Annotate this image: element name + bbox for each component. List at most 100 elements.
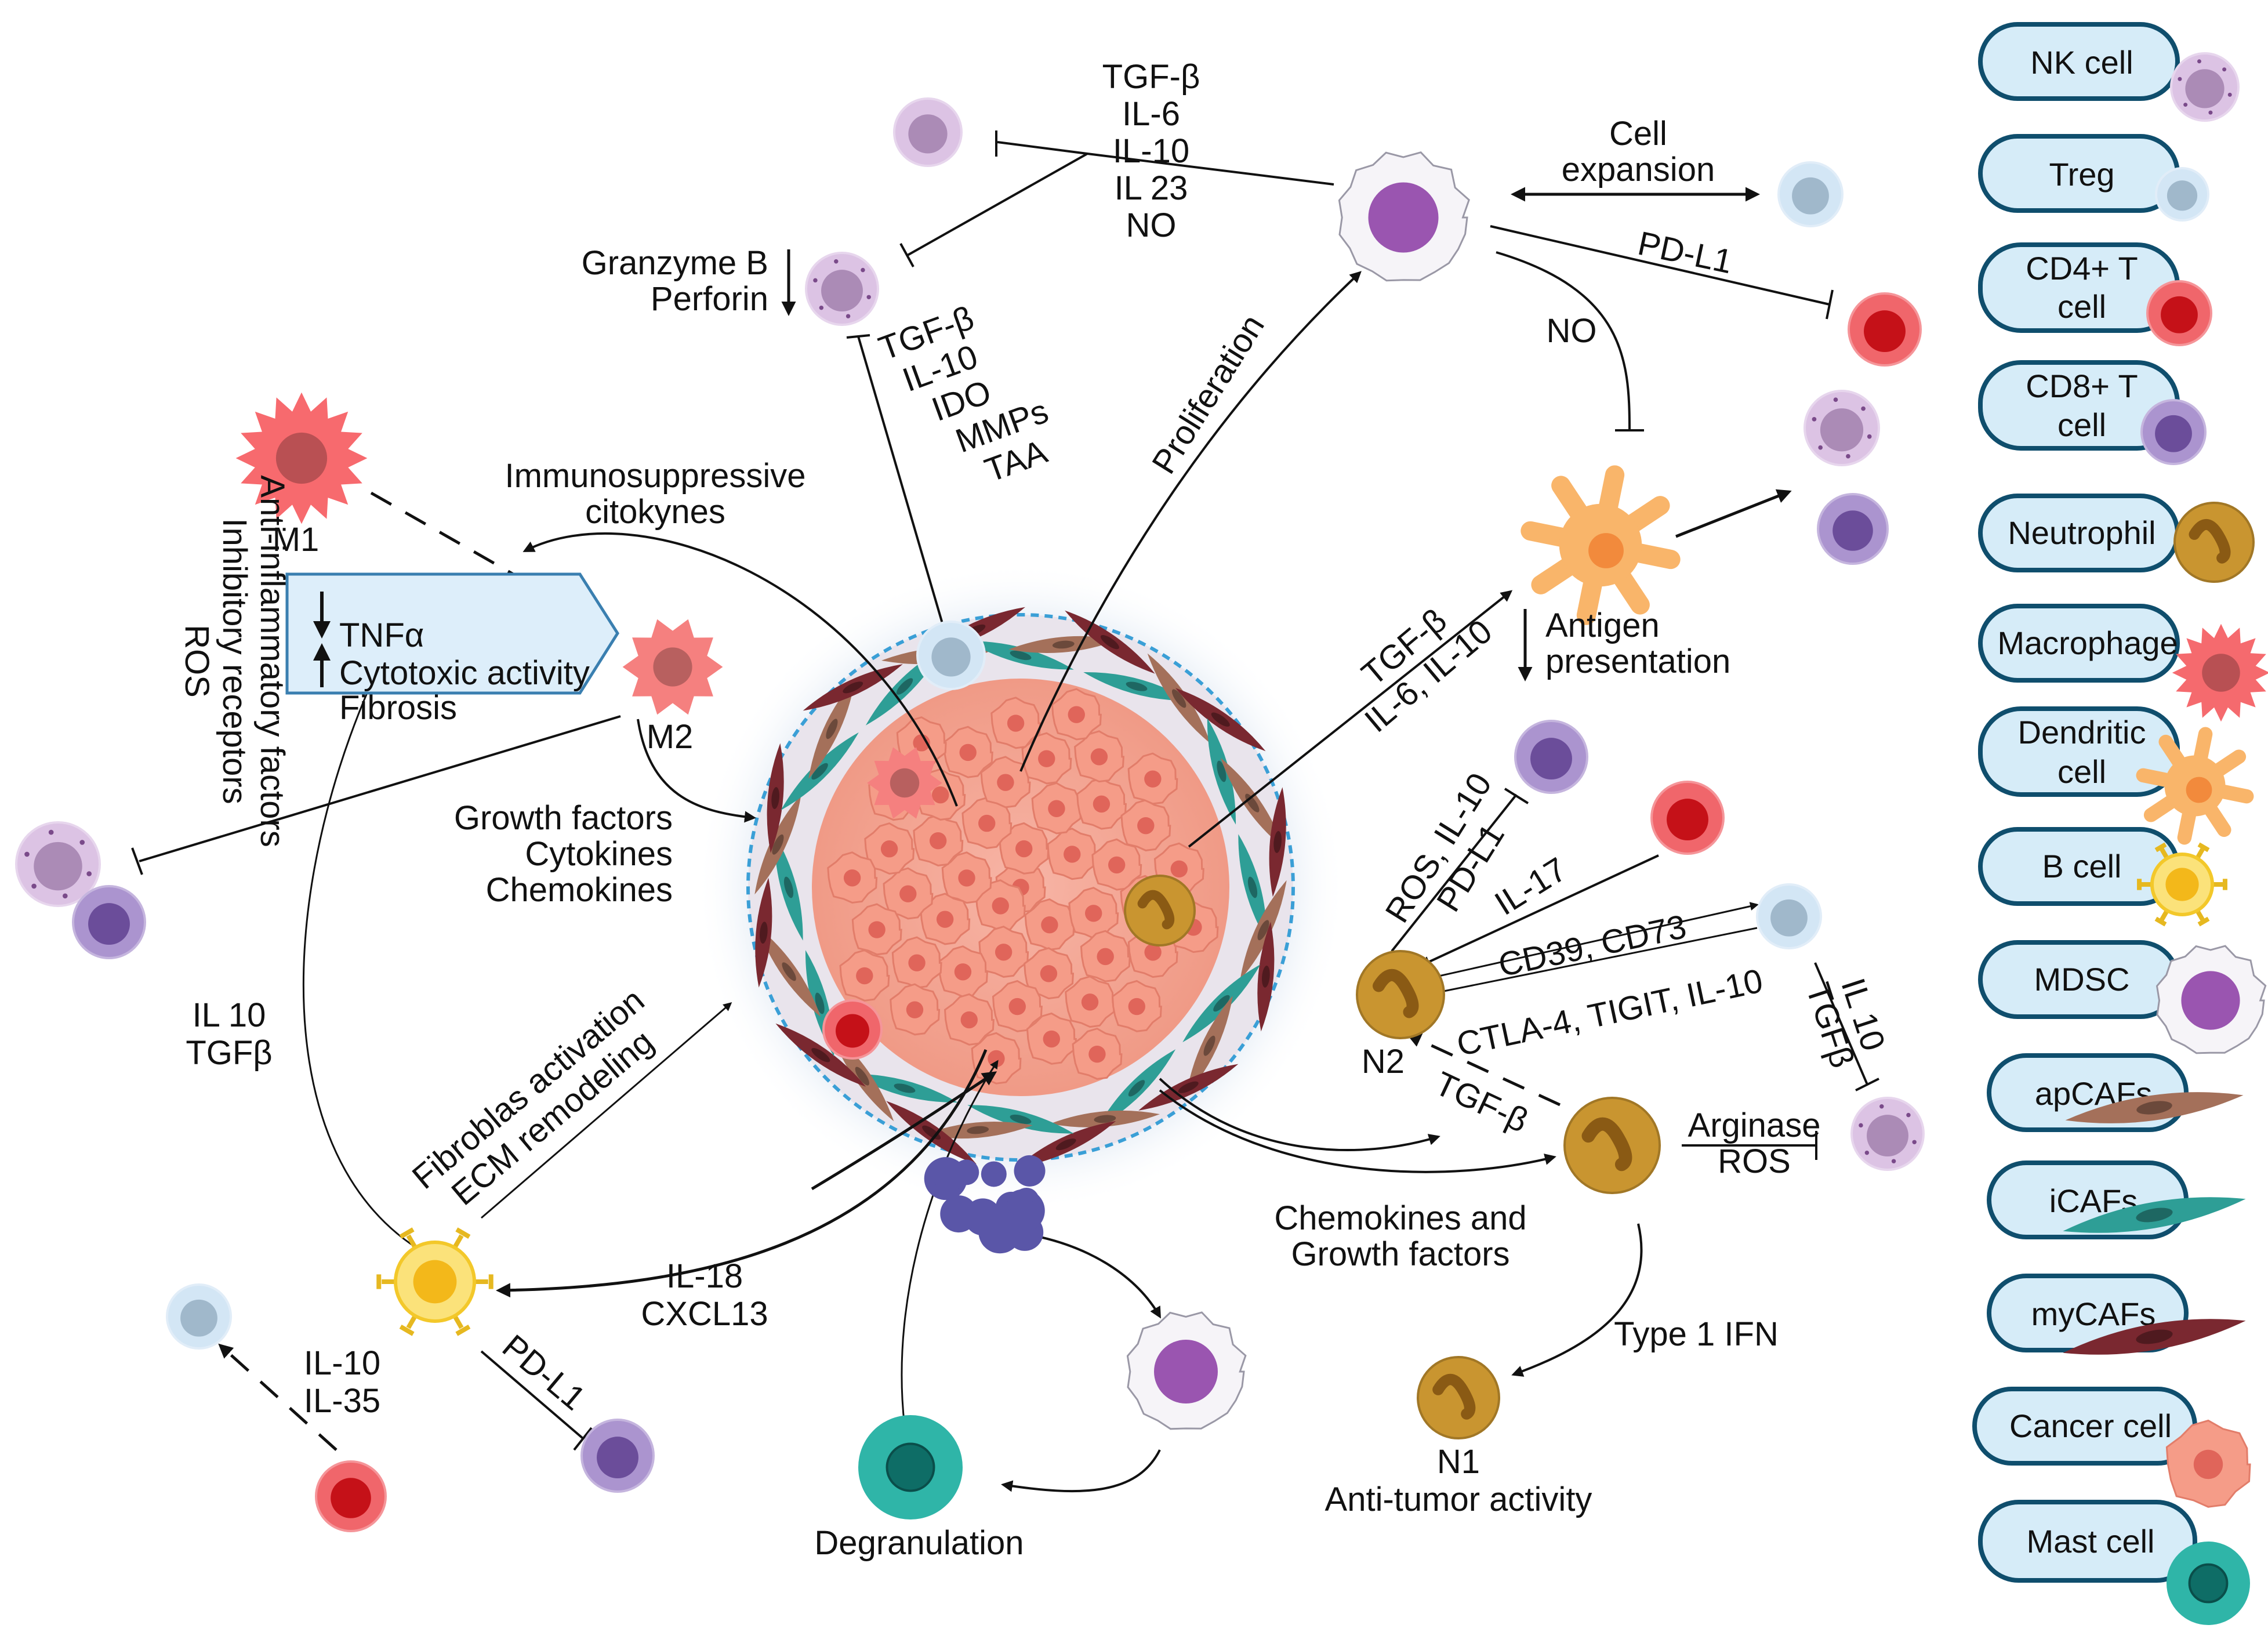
cancer-cell xyxy=(1047,828,1098,880)
box-fibrosis: Fibrosis xyxy=(339,689,457,727)
type1-ifn: Type 1 IFN xyxy=(1614,1315,1779,1353)
legend-icon-mast xyxy=(2167,1542,2250,1625)
cancer-cell xyxy=(1127,752,1178,805)
caf-cell xyxy=(1269,787,1286,897)
neutrophil-to-n2-arrow xyxy=(1406,1033,1561,1107)
legend-label-cd4-2: cell xyxy=(2057,288,2106,325)
treg-cell-top xyxy=(1777,161,1844,227)
caf-cell xyxy=(1238,834,1267,941)
caf-cell xyxy=(1182,964,1261,1043)
tgfb-n2: TGF-β xyxy=(1429,1064,1534,1140)
legend-label-mycaf: myCAFs xyxy=(2031,1296,2156,1332)
legend-item-mycaf: myCAFs xyxy=(1987,1274,2189,1352)
caf-cell xyxy=(851,1074,958,1103)
cd8-cell-n2 xyxy=(1514,720,1588,794)
caf-cell xyxy=(1065,610,1155,674)
legend-label-neutrophil: Neutrophil xyxy=(2008,514,2155,551)
cancer-cell xyxy=(1074,730,1124,783)
arginase-1: Arginase xyxy=(1688,1107,1821,1144)
degranulation-arrow xyxy=(901,1060,999,1427)
cd39-arrow xyxy=(1420,902,1759,981)
legend-item-macrophage: Macrophage xyxy=(1978,604,2180,683)
caf-ring xyxy=(754,607,1287,1168)
n1-label: N1 xyxy=(1437,1443,1480,1481)
tumor-mass xyxy=(696,563,1345,1212)
legend: NK cell Treg CD4+ T cell CD8+ T cell Neu… xyxy=(1972,22,2197,1583)
arginase-2: ROS xyxy=(1718,1143,1791,1180)
caf-cell xyxy=(774,834,803,941)
legend-icon-dendritic xyxy=(2136,727,2254,845)
legend-icon-cancer xyxy=(2165,1419,2251,1508)
inhibit-bar xyxy=(1504,788,1529,804)
legend-item-mdsc: MDSC xyxy=(1978,940,2180,1019)
m2-to-tumor-arrow xyxy=(637,719,756,823)
neutrophil-cell xyxy=(1563,1097,1661,1194)
mdsc-cell-bottom xyxy=(1126,1311,1247,1430)
anti-tumor-label: Anti-tumor activity xyxy=(1325,1481,1592,1518)
inhibit-bar xyxy=(846,334,870,339)
chemokines-growth-2: Growth factors xyxy=(1291,1235,1509,1273)
cancer-cell xyxy=(1111,980,1162,1032)
no-label: NO xyxy=(1547,312,1597,350)
cancer-cell xyxy=(1024,947,1074,1000)
cancer-cell xyxy=(883,867,934,920)
legend-icon-cd4 xyxy=(2146,280,2212,346)
bcell-to-treg-arrow xyxy=(218,1343,338,1451)
mast-to-mdsc-arrow xyxy=(1032,1234,1161,1319)
caf-cell xyxy=(755,877,772,988)
legend-icon-mdsc xyxy=(2155,945,2267,1054)
legend-icon-neutrophil xyxy=(2173,502,2255,583)
cancer-cell xyxy=(1031,782,1082,835)
cancer-cell xyxy=(827,851,878,904)
effect-box-shape xyxy=(285,572,619,695)
legend-pill xyxy=(1978,22,2180,101)
cancer-cell xyxy=(839,949,890,1002)
m2-macrophage-tumor xyxy=(867,747,942,819)
cancer-cell xyxy=(990,697,1042,749)
antigen-2: presentation xyxy=(1545,643,1730,680)
legend-icon-bcell xyxy=(2137,842,2227,927)
mdsc-to-mast-arrow xyxy=(1001,1449,1161,1493)
legend-item-cd4: CD4+ T cell xyxy=(1978,242,2180,333)
nk-cell-granzyme xyxy=(805,252,879,326)
cancer-cell xyxy=(1051,688,1102,741)
inhibit-bar xyxy=(899,243,915,267)
il10-left: IL 10 xyxy=(193,996,266,1034)
mdsc-cytokine-4: IL 23 xyxy=(1115,169,1188,207)
cell-expansion-1: Cell xyxy=(1609,115,1667,153)
dendritic-cell xyxy=(1521,465,1681,625)
immunosuppressive-1: Immunosuppressive xyxy=(505,457,806,495)
cancer-cell xyxy=(851,903,902,956)
ctla4-label: CTLA-4, TIGIT, IL-10 xyxy=(1453,962,1766,1063)
legend-label-mdsc: MDSC xyxy=(2034,961,2130,998)
n2-neutrophil xyxy=(1356,950,1445,1039)
mdsc-inhibits-nk2-line xyxy=(907,153,1088,256)
cancer-cell xyxy=(1026,1012,1077,1065)
nk-cell-top xyxy=(893,97,963,167)
cd4-cell-top xyxy=(1848,292,1922,367)
legend-pill xyxy=(1978,1500,2197,1583)
il17-label: IL-17 xyxy=(1488,850,1573,923)
caf-cell xyxy=(808,679,855,779)
to-dc-arrow xyxy=(1188,590,1513,848)
cancer-cell xyxy=(978,926,1029,978)
effect-box: TNFα Cytotoxic activity Fibrosis xyxy=(285,572,619,727)
legend-icon-icaf xyxy=(2063,1197,2246,1233)
immunosuppressive-2: citokynes xyxy=(585,493,725,531)
proliferation-arrow xyxy=(1019,271,1362,772)
cd8-cell-right xyxy=(1817,493,1889,565)
n2-inhibit-cd8 xyxy=(1391,793,1518,952)
il18-2: CXCL13 xyxy=(641,1295,768,1333)
caf-cell xyxy=(1240,880,1287,980)
mdsc-cytokine-1: TGF-β xyxy=(1102,58,1200,96)
m1-label: M1 xyxy=(273,521,320,558)
legend-item-neutrophil: Neutrophil xyxy=(1978,494,2180,572)
no-inhibit-line xyxy=(1496,251,1631,430)
il10-35-1: IL-10 xyxy=(304,1344,380,1382)
cancer-cell xyxy=(913,814,964,866)
growth-factors-1: Growth factors xyxy=(454,799,673,837)
bcell-pdl1-line xyxy=(480,1350,584,1439)
n1-neutrophil xyxy=(1417,1356,1500,1439)
legend-label-dendritic-2: cell xyxy=(2057,753,2106,790)
il18-arrow-back xyxy=(811,1071,997,1191)
